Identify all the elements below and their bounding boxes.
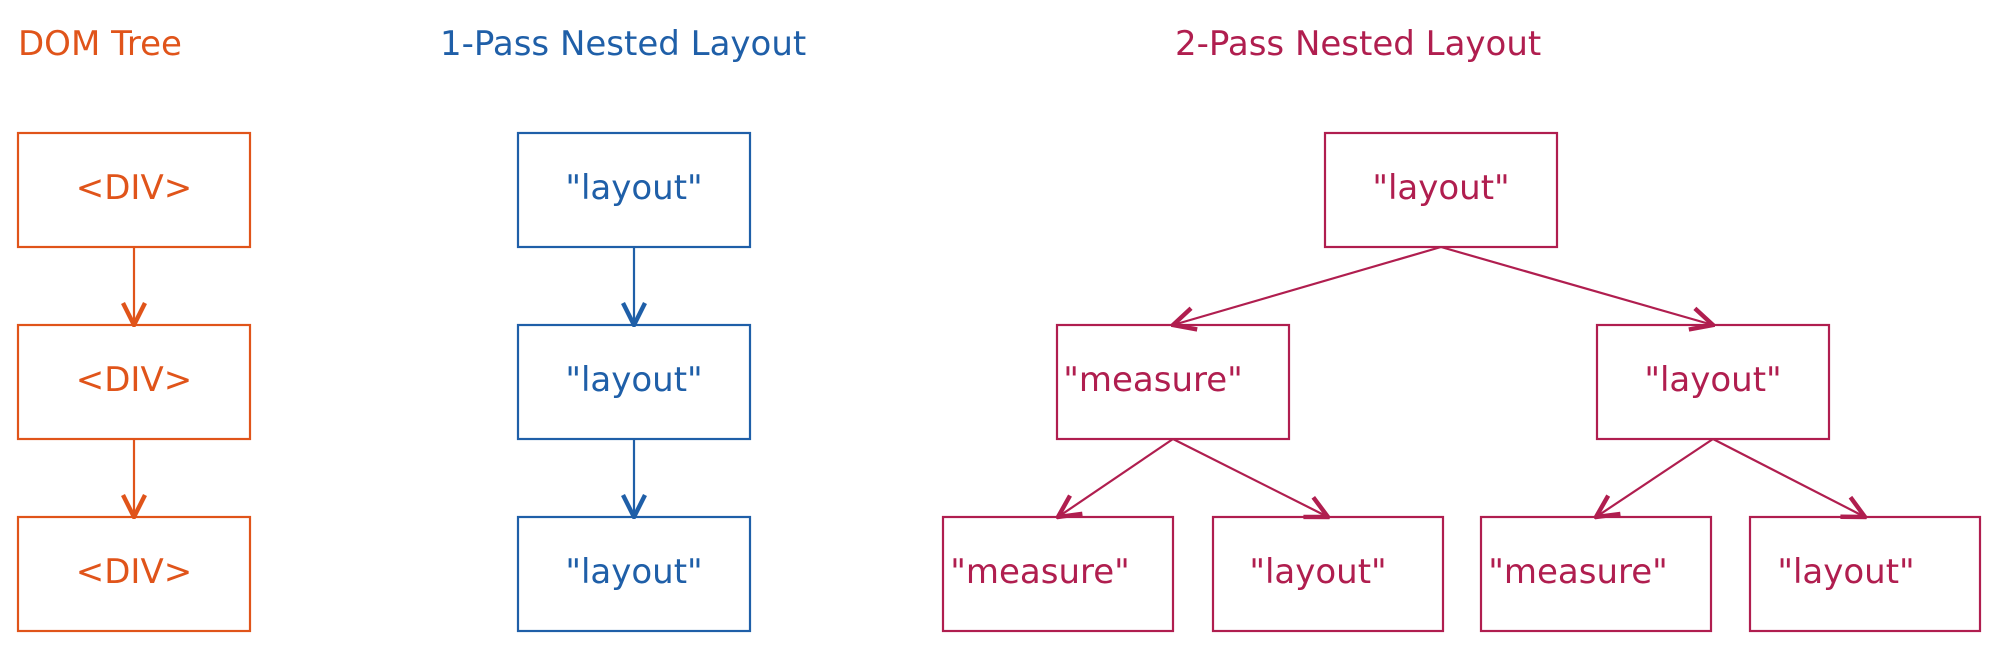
edge-p2-l-to-p2-lm — [1596, 438, 1714, 517]
two-pass-measure-layout-node: "layout" — [1211, 515, 1445, 633]
edges — [134, 245, 1865, 517]
svg-text:"measure": "measure" — [1488, 552, 1668, 592]
dom-node-3: <DIV> — [16, 515, 252, 633]
edge-p2-root-to-p2-l — [1440, 245, 1713, 325]
two-pass-title: 2-Pass Nested Layout — [1175, 24, 1541, 64]
two-pass-measure-measure-node: "measure" — [941, 515, 1175, 633]
svg-text:"measure": "measure" — [1063, 360, 1243, 400]
svg-text:"layout": "layout" — [1249, 552, 1386, 592]
two-pass-measure-node: "measure" — [1055, 323, 1291, 441]
svg-text:"measure": "measure" — [950, 552, 1130, 592]
svg-text:"layout": "layout" — [565, 168, 702, 208]
edge-p2-m-to-p2-mm — [1058, 438, 1174, 517]
two-pass-root-node: "layout" — [1323, 131, 1559, 249]
two-pass-layout-node: "layout" — [1595, 323, 1831, 441]
one-pass-node-3: "layout" — [516, 515, 752, 633]
one-pass-title: 1-Pass Nested Layout — [440, 24, 806, 64]
one-pass-node-1: "layout" — [516, 131, 752, 249]
svg-text:<DIV>: <DIV> — [76, 552, 192, 592]
svg-text:"layout": "layout" — [1644, 360, 1781, 400]
one-pass-node-2: "layout" — [516, 323, 752, 441]
svg-text:"layout": "layout" — [1372, 168, 1509, 208]
svg-text:<DIV>: <DIV> — [76, 168, 192, 208]
svg-text:"layout": "layout" — [565, 552, 702, 592]
svg-text:<DIV>: <DIV> — [76, 360, 192, 400]
edge-p2-m-to-p2-ml — [1172, 438, 1328, 517]
dom-node-1: <DIV> — [16, 131, 252, 249]
svg-text:"layout": "layout" — [565, 360, 702, 400]
edge-p2-root-to-p2-m — [1173, 245, 1442, 325]
dom-tree-title: DOM Tree — [18, 24, 182, 64]
edge-p2-l-to-p2-ll — [1712, 438, 1865, 517]
nodes: <DIV> <DIV> <DIV> "layout" "layout" "lay… — [16, 131, 1982, 633]
two-pass-layout-layout-node: "layout" — [1748, 515, 1982, 633]
two-pass-layout-measure-node: "measure" — [1479, 515, 1713, 633]
svg-text:"layout": "layout" — [1777, 552, 1914, 592]
dom-node-2: <DIV> — [16, 323, 252, 441]
